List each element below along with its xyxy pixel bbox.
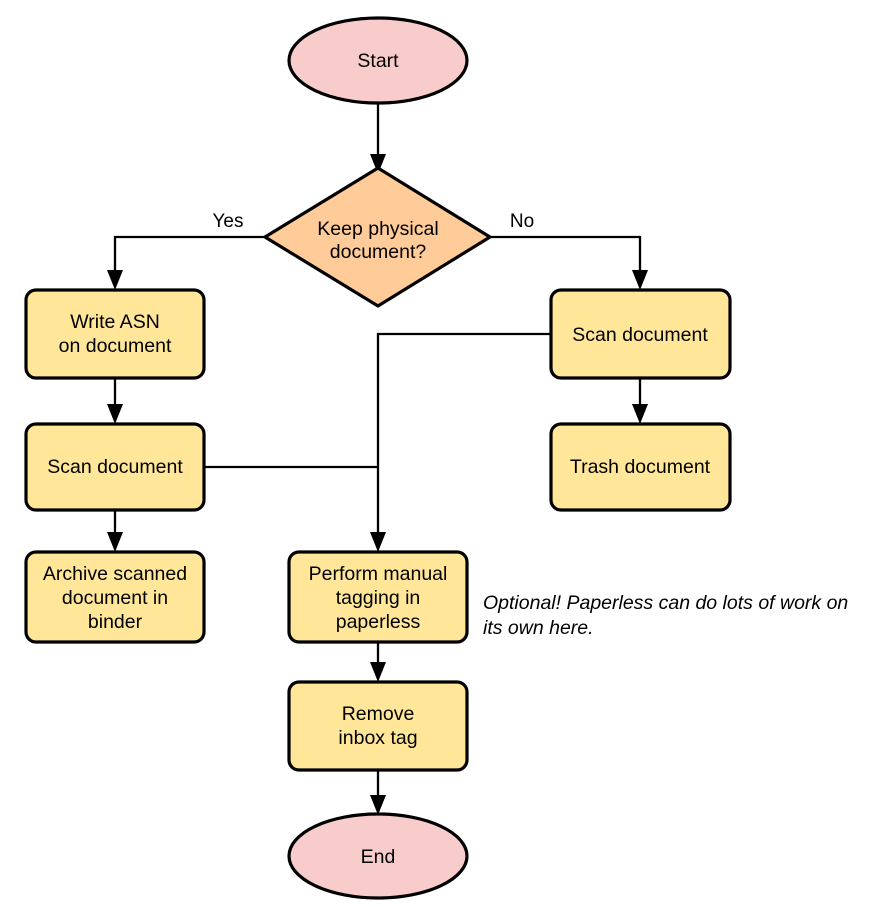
edge-scan-right-to-trash — [632, 378, 648, 424]
edge-label-yes: Yes — [213, 211, 244, 232]
scan-document-right-box — [549, 288, 732, 380]
annotation-line2: its own here. — [483, 617, 594, 639]
edge-start-to-decision — [370, 103, 386, 174]
decision-label-line1: Keep physical — [317, 218, 438, 240]
node-decision-keep-physical-document[interactable]: Keep physical document? — [263, 166, 492, 308]
remove-inbox-label-line1: Remove — [342, 703, 415, 725]
start-label: Start — [357, 50, 399, 72]
decision-label-line2: document? — [330, 241, 427, 263]
node-archive-scanned-document[interactable]: Archive scanned document in binder — [24, 550, 206, 644]
tagging-box — [287, 550, 469, 644]
scan-document-left-box — [24, 422, 206, 512]
tagging-label-line3: paperless — [336, 611, 421, 633]
start-ellipse — [287, 16, 469, 105]
edge-tagging-to-remove-inbox — [370, 642, 386, 682]
archive-label-line2: document in — [62, 587, 168, 609]
node-remove-inbox-tag[interactable]: Remove inbox tag — [287, 680, 469, 772]
decision-diamond — [263, 166, 492, 308]
edge-label-no: No — [510, 211, 534, 232]
end-label: End — [361, 846, 396, 868]
remove-inbox-box — [287, 680, 469, 772]
trash-document-label: Trash document — [570, 456, 711, 478]
tagging-label-line2: tagging in — [336, 587, 421, 609]
edge-decision-no-to-scan-right — [490, 235, 648, 290]
edge-scan-right-to-tagging — [370, 332, 551, 552]
end-ellipse — [287, 812, 469, 900]
node-write-asn-on-document[interactable]: Write ASN on document — [24, 288, 206, 380]
annotation-line1: Optional! Paperless can do lots of work … — [483, 592, 848, 614]
archive-label-line3: binder — [88, 611, 143, 633]
edge-write-asn-to-scan-left — [107, 378, 123, 424]
write-asn-label-line2: on document — [59, 335, 172, 357]
write-asn-label-line1: Write ASN — [70, 311, 160, 333]
node-scan-document-left[interactable]: Scan document — [24, 422, 206, 512]
edge-scan-left-to-archive — [107, 510, 123, 552]
node-trash-document[interactable]: Trash document — [549, 422, 732, 512]
archive-box — [24, 550, 206, 644]
scan-document-right-label: Scan document — [572, 324, 708, 346]
node-perform-manual-tagging[interactable]: Perform manual tagging in paperless — [287, 550, 469, 644]
write-asn-box — [24, 288, 206, 380]
scan-document-left-label: Scan document — [47, 456, 183, 478]
edge-decision-yes-to-write-asn — [107, 235, 265, 290]
trash-document-box — [549, 422, 732, 512]
edge-remove-inbox-to-end — [370, 770, 386, 815]
archive-label-line1: Archive scanned — [43, 563, 187, 585]
annotation-note: Optional! Paperless can do lots of work … — [483, 592, 848, 639]
node-start[interactable]: Start — [287, 16, 469, 105]
node-end[interactable]: End — [287, 812, 469, 900]
node-scan-document-right[interactable]: Scan document — [549, 288, 732, 380]
remove-inbox-label-line2: inbox tag — [338, 727, 417, 749]
tagging-label-line1: Perform manual — [309, 563, 448, 585]
